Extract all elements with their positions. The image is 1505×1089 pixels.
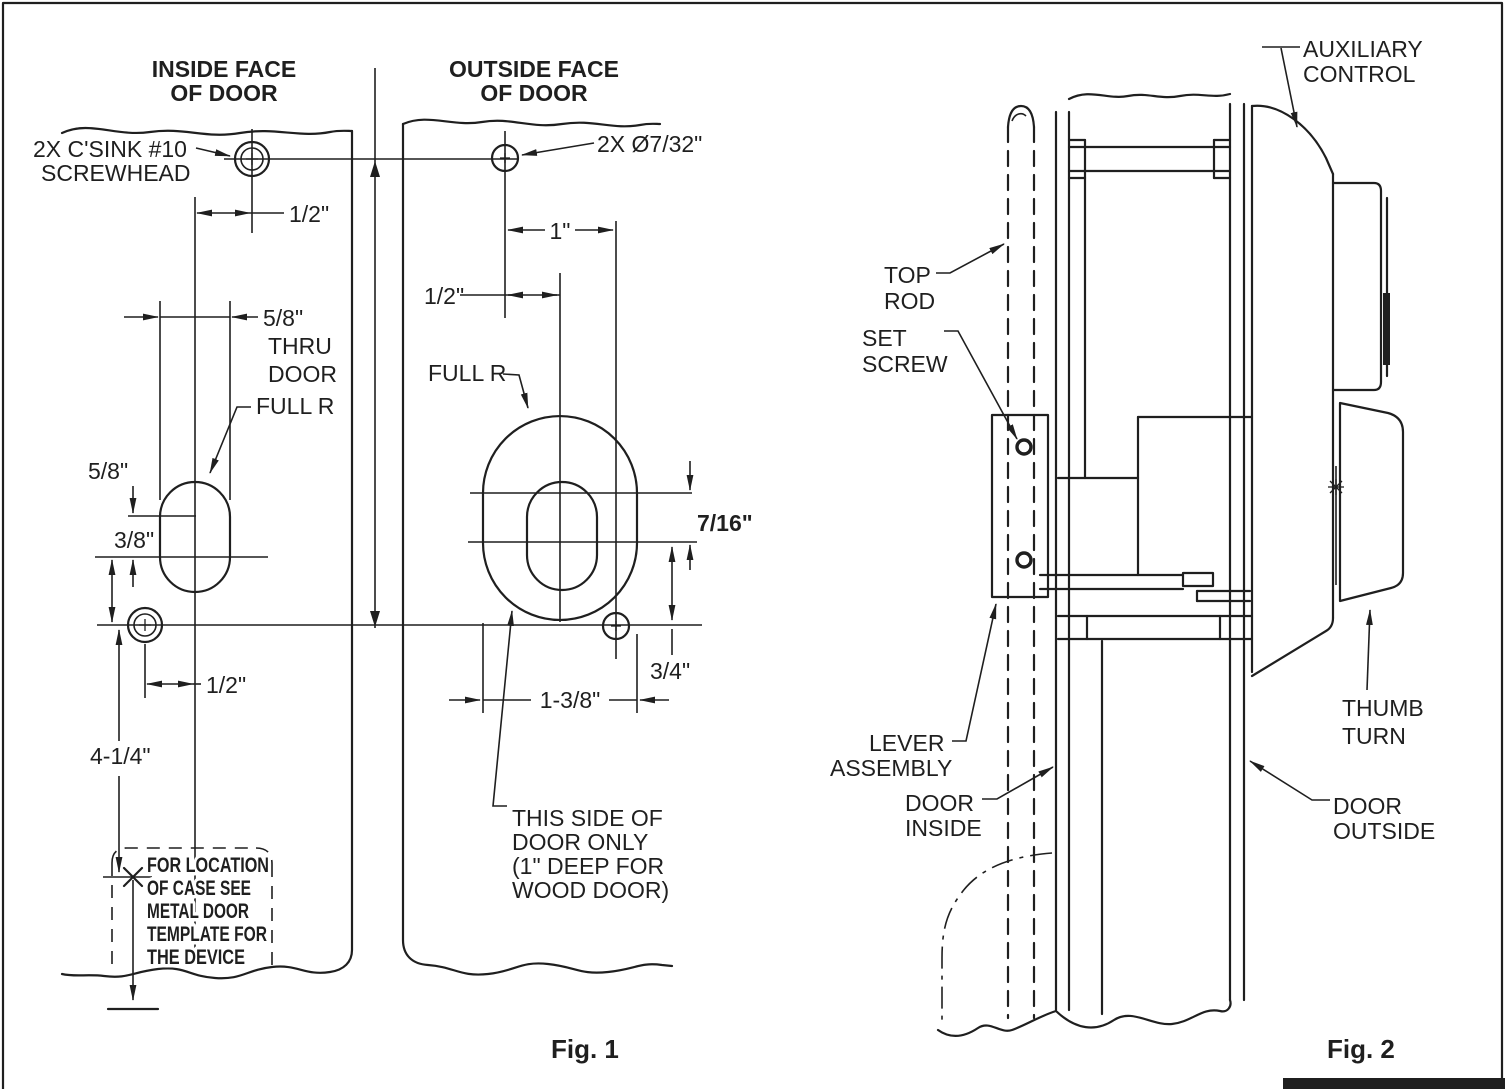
set-screw-leader: [944, 330, 1018, 440]
dim-lower-offset: 1/2": [146, 672, 246, 698]
svg-text:WOOD DOOR): WOOD DOOR): [512, 877, 669, 903]
inside-top-screw-hole: [233, 129, 271, 233]
dim-spindle-gap: 3/8": [114, 486, 154, 587]
door-inside-label-2: INSIDE: [905, 815, 982, 841]
svg-text:1-3/8": 1-3/8": [540, 687, 601, 713]
dim-hole-spacing: 1": [507, 218, 617, 659]
aux-control-label-2: CONTROL: [1303, 61, 1416, 87]
case-location-box: FOR LOCATION OF CASE SEE METAL DOOR TEMP…: [111, 847, 273, 973]
svg-text:TEMPLATE FOR: TEMPLATE FOR: [147, 923, 267, 946]
lever-assembly-label-2: ASSEMBLY: [830, 755, 952, 781]
hidden-lever-outline: [941, 852, 1053, 1026]
spindle-screw: [1328, 479, 1344, 495]
fig1-title-inside-2: OF DOOR: [170, 80, 278, 106]
outside-top-hole: [490, 131, 520, 318]
top-rod-leader: [936, 243, 1005, 274]
dim-oval-width: 1-3/8": [449, 623, 669, 713]
full-r-outside-label: FULL R: [428, 360, 506, 386]
fig2: AUXILIARY CONTROL TOP ROD SET SCREW LEVE…: [830, 36, 1435, 1064]
door-inside-leader: [982, 766, 1054, 800]
svg-text:(1" DEEP FOR: (1" DEEP FOR: [512, 853, 664, 879]
screwhead-callout-2: SCREWHEAD: [41, 160, 191, 186]
svg-text:5/8": 5/8": [88, 458, 128, 484]
door-outside-label-1: DOOR: [1333, 793, 1402, 819]
recess-oval-outside: [481, 414, 639, 622]
top-rod: [1006, 104, 1036, 1020]
inside-door-outline: [60, 126, 354, 980]
svg-text:THIS SIDE OF: THIS SIDE OF: [512, 805, 663, 831]
fig1: INSIDE FACE OF DOOR OUTSIDE FACE OF DOOR: [33, 56, 753, 1064]
thumb-turn-label-2: TURN: [1342, 723, 1406, 749]
thumb-turn-label-1: THUMB: [1342, 695, 1424, 721]
aux-control-label-1: AUXILIARY: [1303, 36, 1423, 62]
thumb-turn-lever: [1338, 401, 1405, 603]
svg-text:DOOR: DOOR: [268, 361, 337, 387]
drill-leader: [521, 142, 595, 156]
svg-text:3/4": 3/4": [650, 658, 690, 684]
lock-cylinder: [1331, 181, 1390, 392]
svg-text:1/2": 1/2": [424, 283, 464, 309]
outside-lower-hole: [601, 611, 631, 641]
svg-text:DOOR ONLY: DOOR ONLY: [512, 829, 648, 855]
screwhead-callout-1: 2X C'SINK #10: [33, 136, 187, 162]
fig2-label: Fig. 2: [1327, 1034, 1395, 1064]
fig1-title-outside-1: OUTSIDE FACE: [449, 56, 619, 82]
lever-assembly-leader: [952, 603, 997, 742]
svg-text:OF CASE SEE: OF CASE SEE: [147, 877, 251, 900]
spindle-slot-outside: [525, 480, 599, 592]
full-r-outside-leader: [502, 373, 529, 409]
full-r-inside-leader: [209, 406, 251, 474]
door-outside-leader: [1249, 760, 1330, 801]
screwhead-leader: [195, 147, 231, 157]
set-screw-label-1: SET: [862, 325, 907, 351]
center-dimension-line: [370, 68, 380, 628]
drill-callout: 2X Ø7/32": [597, 131, 702, 157]
set-screw-upper: [1015, 438, 1033, 456]
corner-crop-bar: [1283, 1078, 1505, 1089]
aux-control-leader: [1262, 46, 1300, 128]
set-screw-label-2: SCREW: [862, 351, 948, 377]
auxiliary-control-housing: [1250, 104, 1335, 678]
door-inside-label-1: DOOR: [905, 790, 974, 816]
svg-text:1": 1": [550, 218, 571, 244]
svg-text:1/2": 1/2": [289, 201, 329, 227]
lock-mechanism: [1038, 415, 1254, 1016]
full-r-inside-label: FULL R: [256, 393, 334, 419]
dim-case-drop: 4-1/4": [90, 629, 160, 1011]
fig1-title-outside-2: OF DOOR: [480, 80, 588, 106]
svg-text:4-1/4": 4-1/4": [90, 743, 151, 769]
inside-lower-screw-hole: [126, 606, 164, 698]
door-section: [936, 92, 1246, 1037]
thumb-turn-leader: [1366, 609, 1373, 691]
dim-thru-door: 5/8" THRU DOOR: [124, 301, 337, 500]
dim-top-offset: 1/2": [196, 201, 329, 227]
svg-text:5/8": 5/8": [263, 305, 303, 331]
svg-text:FOR LOCATION: FOR LOCATION: [147, 854, 269, 877]
thumb-turn-assembly: [1328, 401, 1405, 603]
dim-below-slot: 3/4": [650, 546, 690, 684]
set-screw-lower: [1015, 551, 1033, 569]
lever-assembly-label-1: LEVER: [869, 730, 944, 756]
dim-outside-offset: 1/2": [424, 283, 560, 309]
fig1-title-inside-1: INSIDE FACE: [152, 56, 296, 82]
door-outside-label-2: OUTSIDE: [1333, 818, 1435, 844]
top-rod-label-1: TOP: [884, 262, 931, 288]
top-rod-label-2: ROD: [884, 288, 935, 314]
dim-spindle-above: 5/8": [88, 458, 128, 623]
lever-assembly-bracket: [990, 413, 1050, 599]
door-top-channel: [1067, 138, 1232, 480]
svg-text:THE DEVICE: THE DEVICE: [147, 946, 245, 969]
svg-text:METAL DOOR: METAL DOOR: [147, 900, 249, 923]
fig1-label: Fig. 1: [551, 1034, 619, 1064]
svg-text:3/8": 3/8": [114, 527, 154, 553]
side-note: THIS SIDE OF DOOR ONLY (1" DEEP FOR WOOD…: [492, 610, 673, 907]
dim-slot-height: 7/16": [686, 461, 753, 570]
svg-text:1/2": 1/2": [206, 672, 246, 698]
svg-text:7/16": 7/16": [697, 510, 753, 536]
outside-door-outline: [401, 118, 674, 976]
svg-text:THRU: THRU: [268, 333, 332, 359]
